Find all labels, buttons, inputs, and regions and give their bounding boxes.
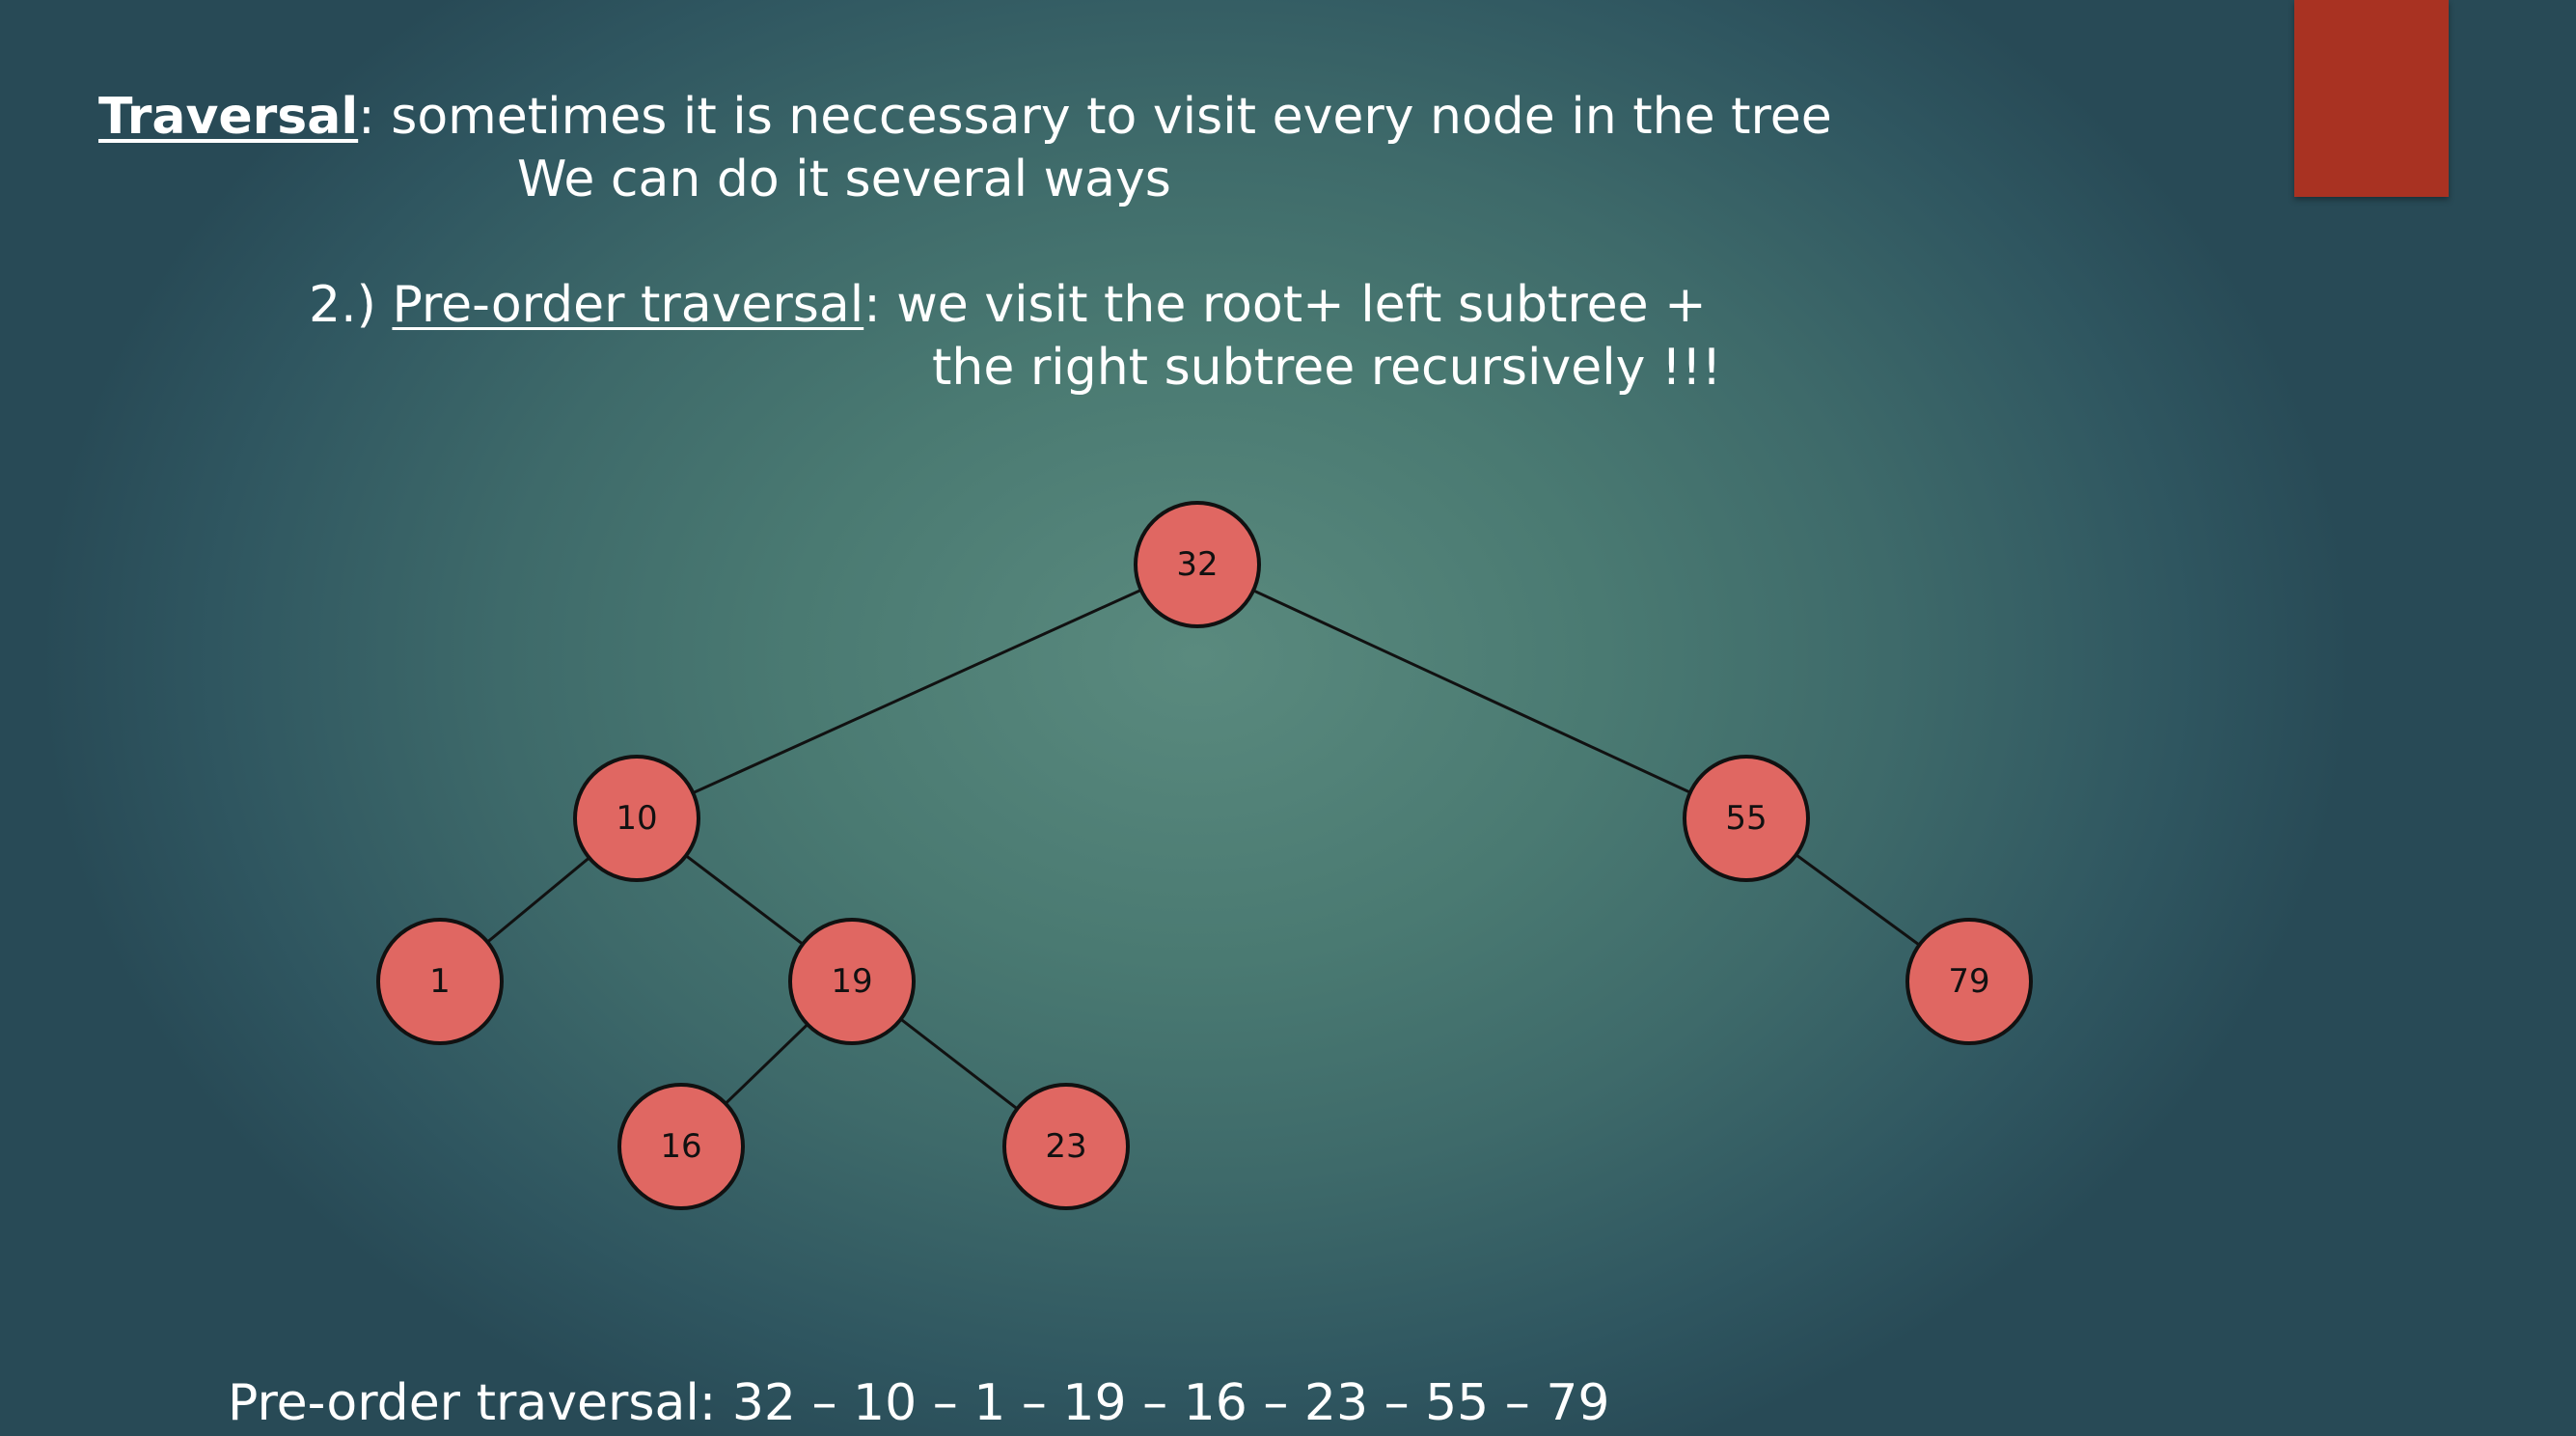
accent-tab [2294,0,2449,197]
tree-node-label: 10 [616,799,657,838]
tree-node-79: 79 [1905,918,2033,1045]
heading-line-2: We can do it several ways [517,151,1171,208]
item-description: : we visit the root+ left subtree + [863,276,1707,334]
tree-node-circle [573,755,700,882]
item-number: 2.) [309,276,393,334]
tree-node-label: 16 [660,1127,701,1166]
tree-node-circle [376,918,504,1045]
item-description-cont: the right subtree recursively !!! [932,339,1722,397]
tree-node-circle [1002,1083,1130,1210]
tree-nodes: 32 10 55 1 19 79 16 23 [376,501,2033,1210]
traversal-result: Pre-order traversal: 32 – 10 – 1 – 19 – … [228,1374,1610,1432]
tree-node-19: 19 [788,918,916,1045]
traversal-term: Traversal [98,88,359,146]
tree-node-23: 23 [1002,1083,1130,1210]
tree-node-55: 55 [1683,755,1810,882]
tree-edge-32-55 [1196,563,1747,820]
traversal-definition: : sometimes it is neccessary to visit ev… [358,88,1832,146]
tree-node-label: 19 [831,962,872,1001]
tree-node-16: 16 [617,1083,745,1210]
tree-node-label: 1 [429,962,451,1001]
tree-node-circle [1683,755,1810,882]
tree-node-label: 23 [1045,1127,1086,1166]
heading-line: Traversal: sometimes it is neccessary to… [98,92,1832,142]
tree-node-circle [1905,918,2033,1045]
preorder-term: Pre-order traversal [392,276,864,334]
tree-node-label: 55 [1725,799,1767,838]
tree-node-label: 32 [1176,545,1218,584]
tree-node-circle [788,918,916,1045]
item-line: 2.) Pre-order traversal: we visit the ro… [309,280,1707,330]
tree-edge-32-10 [636,563,1198,820]
tree-node-32: 32 [1134,501,1261,628]
tree-node-1: 1 [376,918,504,1045]
tree-node-circle [617,1083,745,1210]
tree-node-label: 79 [1948,962,1989,1001]
tree-node-circle [1134,501,1261,628]
tree-node-10: 10 [573,755,700,882]
